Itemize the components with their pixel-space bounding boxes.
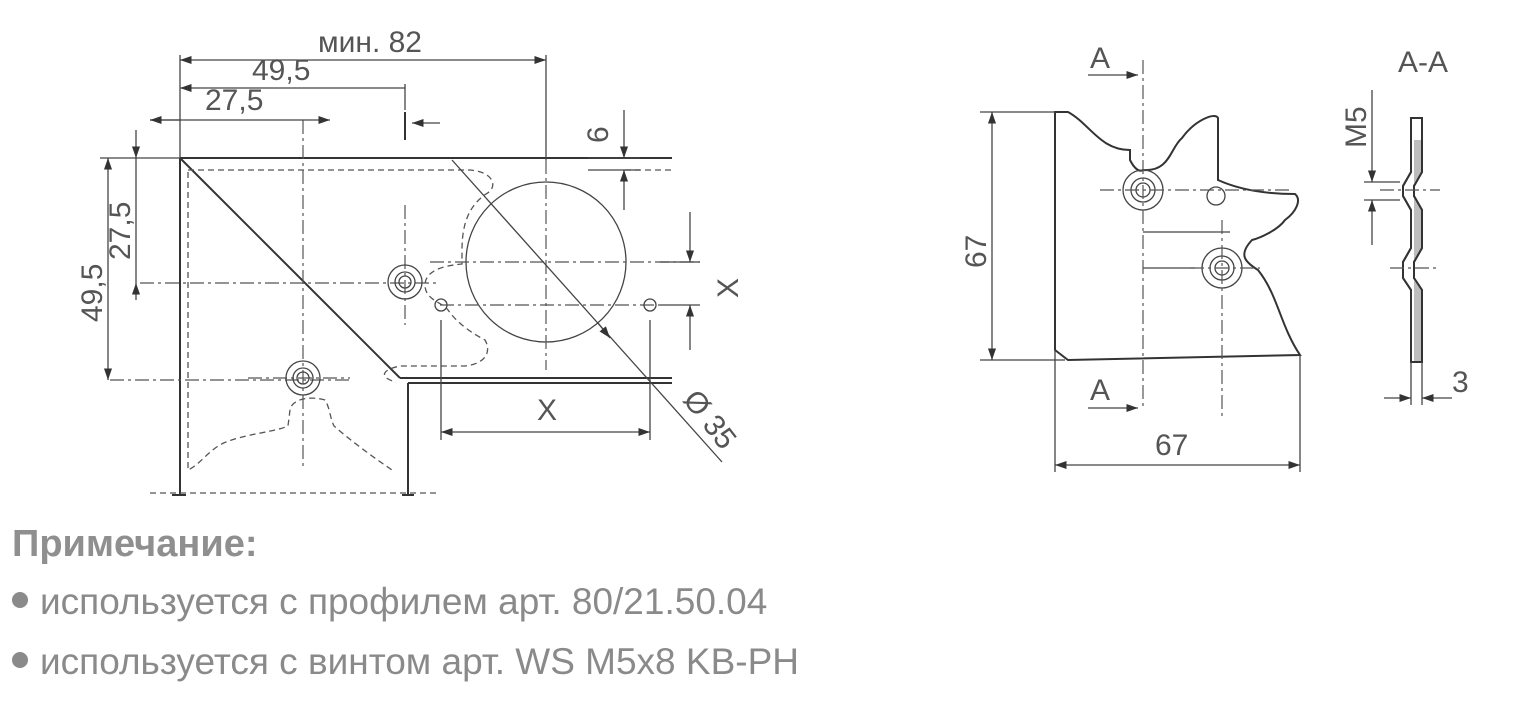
dim-diameter-35: Ø 35 [676, 384, 742, 456]
note-text: используется с профилем арт. 80/21.50.04 [40, 581, 768, 622]
dim-height-67: 67 [960, 235, 993, 268]
dim-x-right: X [712, 278, 745, 298]
dim-thickness-3: 3 [1452, 366, 1469, 399]
bullet-icon [12, 592, 28, 609]
left-view: мин. 82 49,5 27,5 6 49,5 27,5 X X Ø 35 [76, 26, 745, 496]
dim-27-5-left: 27,5 [104, 202, 137, 260]
dim-width-67: 67 [1155, 429, 1188, 462]
notes-block: Примечание: используется с профилем арт.… [12, 516, 799, 692]
section-title: A-A [1398, 46, 1448, 79]
dim-6: 6 [582, 126, 615, 143]
dim-x-bottom: X [537, 394, 557, 427]
dim-49-5-left: 49,5 [76, 264, 109, 322]
section-view: A-A M5 3 [1340, 46, 1469, 405]
section-mark-top: A [1090, 42, 1110, 75]
section-mark-bottom: A [1090, 374, 1110, 407]
note-item: используется с винтом арт. WS M5x8 KB-PH [12, 632, 799, 692]
dim-49-5-top: 49,5 [252, 54, 310, 87]
notes-title: Примечание: [12, 523, 258, 565]
front-view: A A 67 67 [960, 42, 1302, 472]
note-text: используется с винтом арт. WS M5x8 KB-PH [40, 641, 799, 682]
dim-27-5-top: 27,5 [205, 84, 263, 117]
note-item: используется с профилем арт. 80/21.50.04 [12, 572, 799, 632]
dim-min-82: мин. 82 [318, 26, 422, 59]
dim-m5: M5 [1340, 106, 1373, 148]
bullet-icon [12, 652, 28, 669]
